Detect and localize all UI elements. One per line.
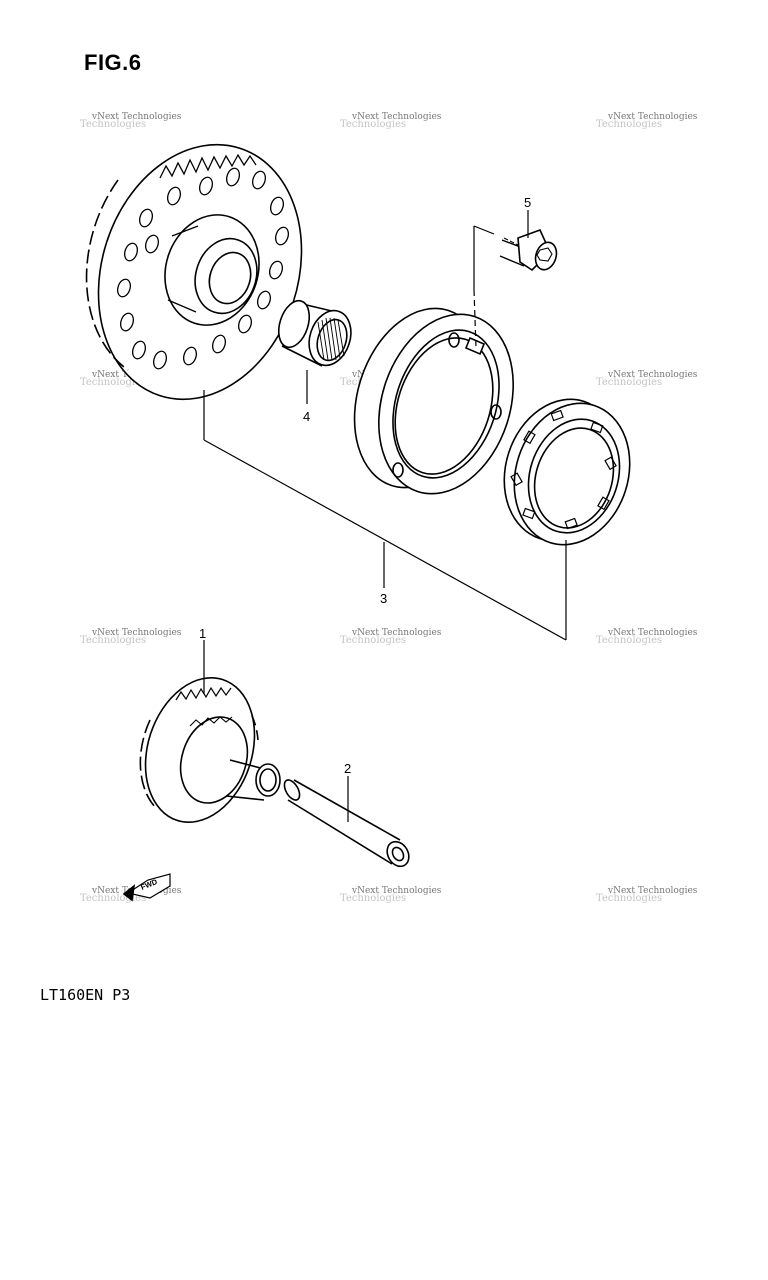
- starter-clutch-housing: [353, 307, 514, 495]
- figure-title: FIG.6: [84, 50, 142, 75]
- starter-driven-gear: [85, 143, 303, 401]
- leader-lines: [203, 210, 567, 822]
- needle-bearing: [277, 299, 352, 367]
- forward-direction-icon: FWD: [122, 873, 171, 902]
- idle-gear-shaft: [283, 779, 410, 868]
- callout-5: 5: [524, 195, 531, 210]
- callout-3: 3: [380, 591, 387, 606]
- starter-idle-gear: [139, 677, 281, 823]
- callout-1: 1: [199, 626, 206, 641]
- callout-4: 4: [303, 409, 310, 424]
- callout-2: 2: [344, 761, 351, 776]
- bolt: [499, 228, 558, 272]
- one-way-clutch: [503, 398, 631, 546]
- figure-code: LT160EN P3: [40, 986, 131, 1004]
